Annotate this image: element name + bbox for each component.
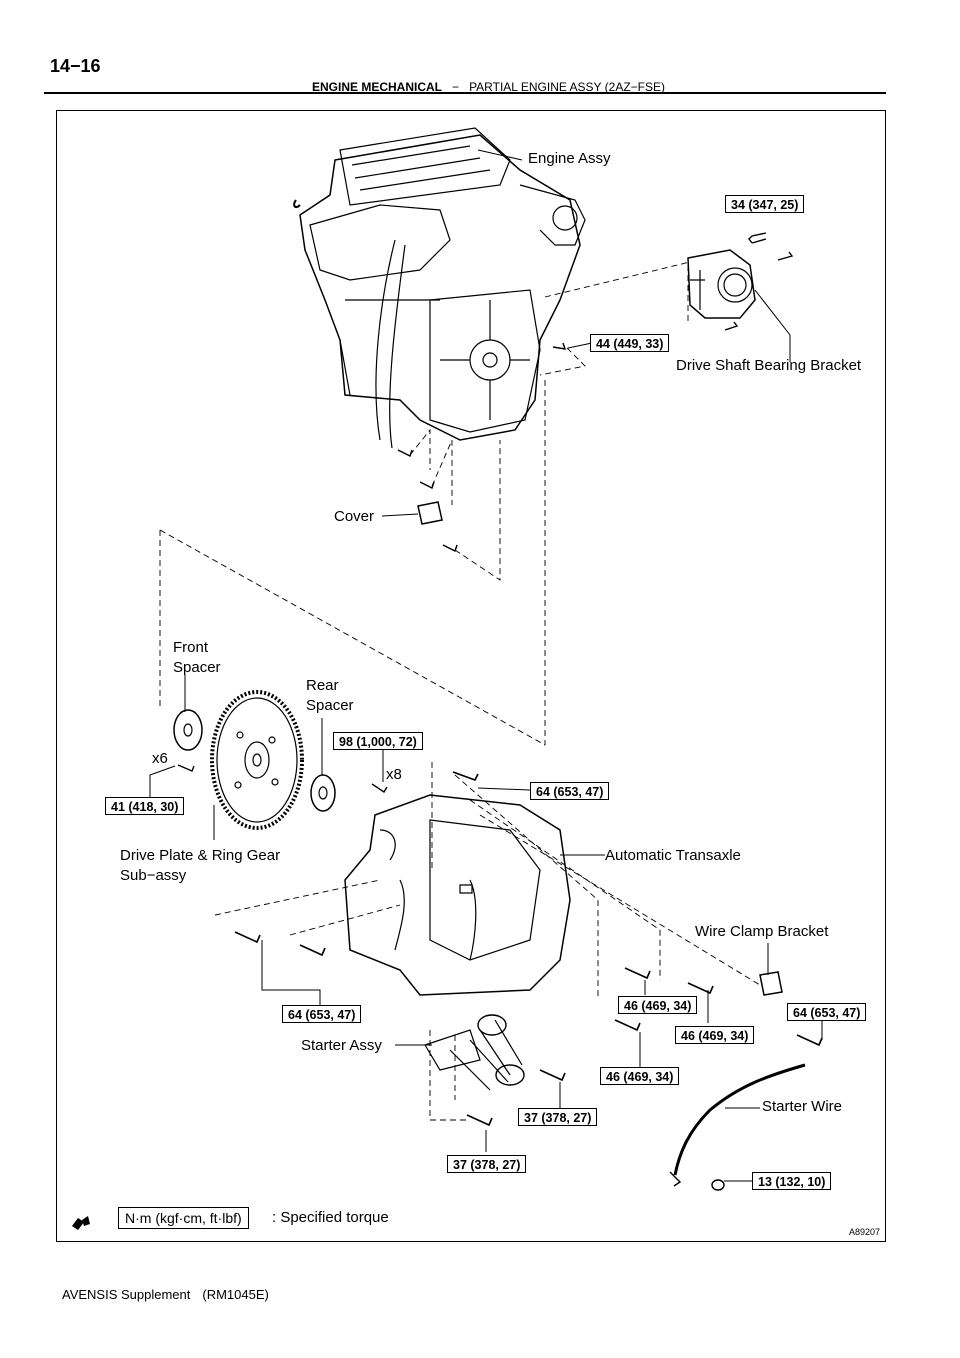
- label-automatic-transaxle: Automatic Transaxle: [605, 847, 741, 864]
- page-header: ENGINE MECHANICAL − PARTIAL ENGINE ASSY …: [312, 80, 665, 94]
- page-footer: AVENSIS Supplement (RM1045E): [62, 1287, 281, 1302]
- footer-code: (RM1045E): [202, 1287, 269, 1302]
- label-starter-assy: Starter Assy: [301, 1037, 382, 1054]
- label-x8: x8: [386, 766, 402, 783]
- rear-spacer-line1: Rear: [306, 677, 339, 694]
- label-rear-spacer: Rear Spacer: [306, 676, 354, 716]
- torque-64-upper: 64 (653, 47): [530, 782, 610, 800]
- torque-44: 44 (449, 33): [590, 334, 670, 352]
- rear-spacer-bolt: [371, 783, 388, 793]
- figure-id: A89207: [848, 1227, 880, 1237]
- drive-shaft-bracket-drawing: [687, 249, 756, 319]
- section-title: ENGINE MECHANICAL: [312, 80, 443, 94]
- label-engine-assy: Engine Assy: [528, 150, 611, 167]
- starter-assy-drawing: [424, 1014, 525, 1091]
- wire-clamp-bracket-drawing: [759, 971, 783, 996]
- front-spacer-line2: Spacer: [173, 659, 221, 676]
- torque-37-a: 37 (378, 27): [518, 1108, 598, 1126]
- automatic-transaxle-drawing: [344, 794, 571, 996]
- starter-wire-nut: [711, 1179, 725, 1191]
- cover-drawing: [417, 501, 443, 525]
- torque-wrench-icon: [72, 1216, 90, 1230]
- front-spacer-drawing: [173, 709, 203, 751]
- engine-bolts: [397, 232, 794, 552]
- torque-46-a: 46 (469, 34): [618, 996, 698, 1014]
- label-wire-clamp-bracket: Wire Clamp Bracket: [695, 923, 829, 940]
- label-x6: x6: [152, 750, 168, 767]
- torque-37-b: 37 (378, 27): [447, 1155, 527, 1173]
- label-drive-plate: Drive Plate & Ring Gear Sub−assy: [120, 846, 280, 886]
- engine-assy-drawing: [293, 127, 586, 449]
- torque-64-left: 64 (653, 47): [282, 1005, 362, 1023]
- footer-model: AVENSIS Supplement: [62, 1287, 191, 1302]
- drive-plate-ring-gear-drawing: [210, 690, 304, 830]
- torque-64-right: 64 (653, 47): [787, 1003, 867, 1021]
- label-drive-shaft-bracket: Drive Shaft Bearing Bracket: [676, 357, 862, 374]
- subsection-title: PARTIAL ENGINE ASSY (2AZ−FSE): [469, 80, 666, 94]
- leader-lines: [149, 149, 823, 1182]
- assembly-guide-lines: [159, 261, 761, 1121]
- drive-plate-line1: Drive Plate & Ring Gear: [120, 847, 281, 864]
- header-rule: [44, 92, 886, 94]
- legend-unit-box: N·m (kgf·cm, ft·lbf): [118, 1207, 249, 1229]
- legend-text: : Specified torque: [272, 1209, 389, 1226]
- label-front-spacer: Front Spacer: [173, 638, 221, 678]
- page-number: 14−16: [50, 56, 101, 76]
- torque-34: 34 (347, 25): [725, 195, 805, 213]
- torque-98: 98 (1,000, 72): [333, 732, 423, 750]
- torque-46-c: 46 (469, 34): [600, 1067, 680, 1085]
- drive-plate-bolt: [177, 764, 195, 772]
- torque-41: 41 (418, 30): [105, 797, 185, 815]
- torque-13: 13 (132, 10): [752, 1172, 832, 1190]
- label-cover: Cover: [334, 508, 375, 525]
- rear-spacer-drawing: [310, 774, 336, 812]
- label-starter-wire: Starter Wire: [762, 1098, 843, 1115]
- torque-46-b: 46 (469, 34): [675, 1026, 755, 1044]
- front-spacer-line1: Front: [173, 639, 209, 656]
- header-separator: −: [452, 80, 460, 94]
- drive-plate-line2: Sub−assy: [120, 867, 187, 884]
- illustration-frame: [56, 110, 886, 1242]
- rear-spacer-line2: Spacer: [306, 697, 354, 714]
- starter-wire-drawing: [673, 1063, 806, 1176]
- transaxle-bolts: [234, 771, 823, 1127]
